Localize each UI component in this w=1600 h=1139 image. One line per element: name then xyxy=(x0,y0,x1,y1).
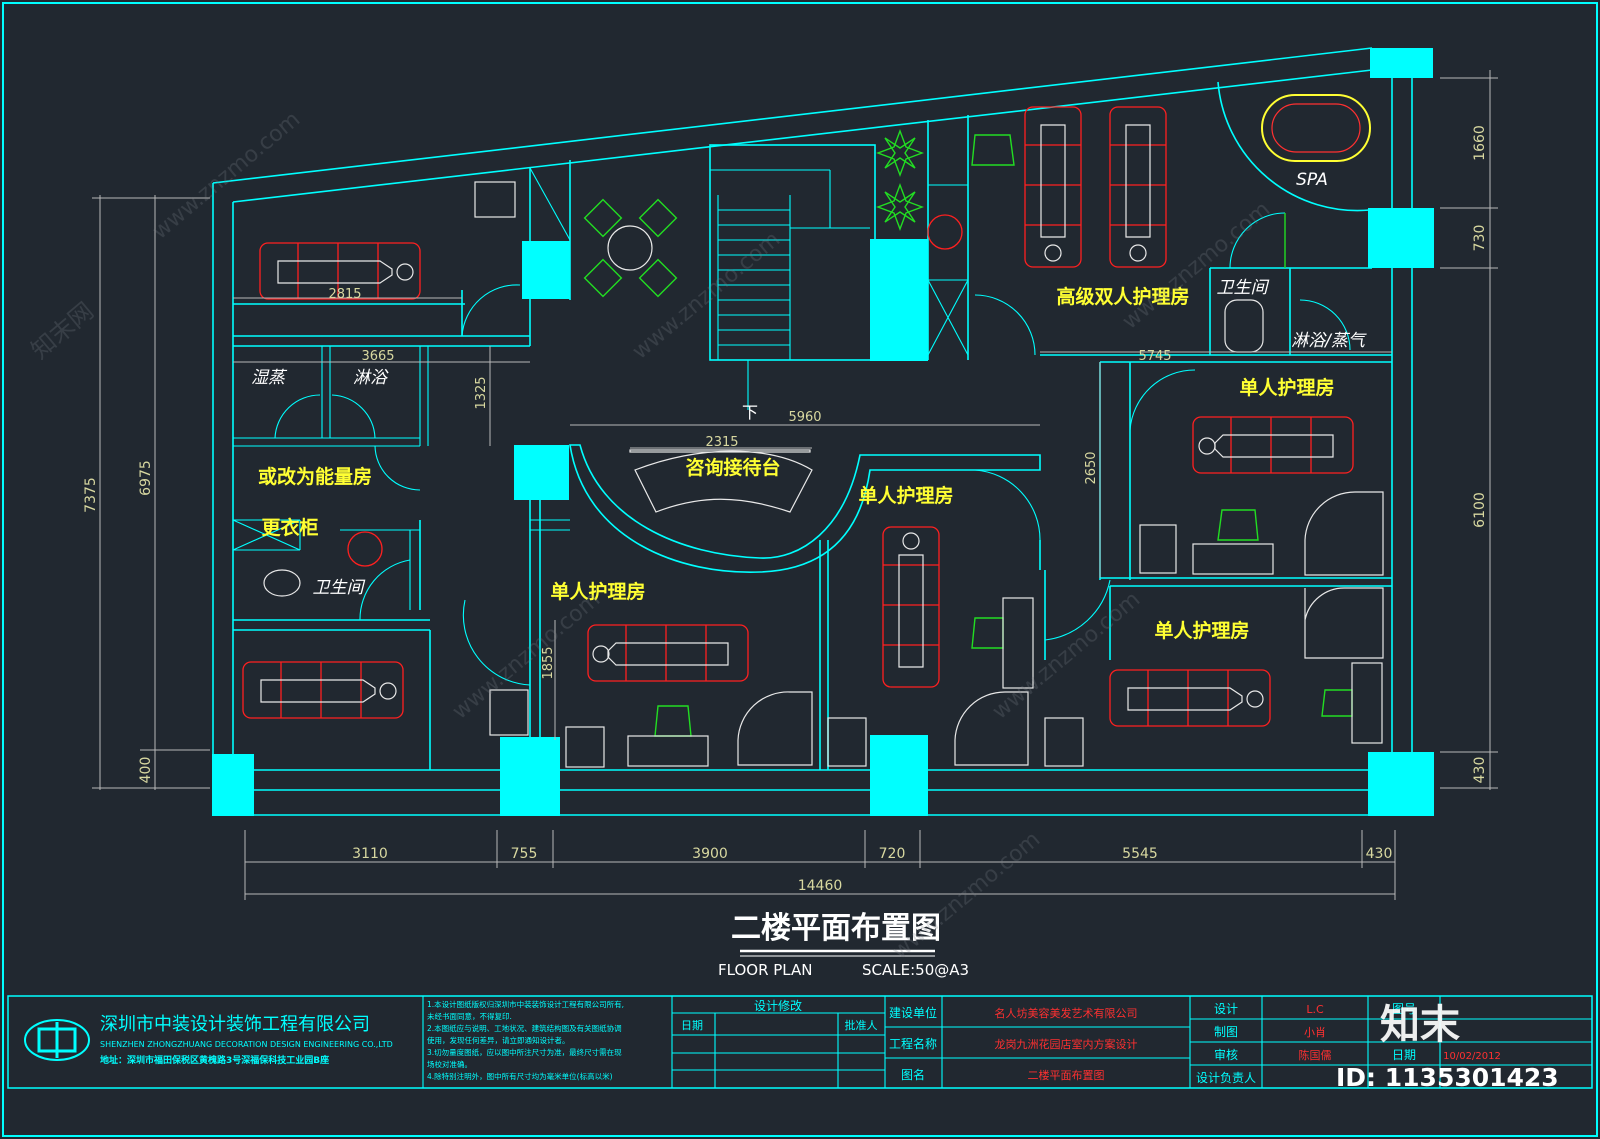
note-line: 使用，发现任何差异，请立即通知设计者。 xyxy=(427,1035,570,1045)
project-value: 龙岗九洲花园店室内方案设计 xyxy=(995,1037,1138,1051)
note-line: 2.本图纸应与说明、工地状况、建筑结构图及有关图纸协调 xyxy=(427,1023,622,1033)
dim-1855: 1855 xyxy=(541,646,556,679)
drawing-number-label: 图号 xyxy=(1392,1002,1416,1016)
label-reception: 咨询接待台 xyxy=(685,456,780,479)
dim-400: 400 xyxy=(138,757,154,784)
dim-3110: 3110 xyxy=(352,846,388,862)
drawing-name-value: 二楼平面布置图 xyxy=(1028,1068,1105,1082)
check-label: 审核 xyxy=(1214,1047,1238,1062)
structural-columns xyxy=(212,48,1434,816)
drawing-scale: SCALE:50@A3 xyxy=(862,961,969,979)
dim-5960: 5960 xyxy=(788,410,821,425)
company-logo-icon xyxy=(24,1019,90,1061)
design-label: 设计 xyxy=(1214,1002,1238,1016)
treatment-beds xyxy=(242,106,1354,727)
dim-430: 430 xyxy=(1366,846,1393,862)
dim-720: 720 xyxy=(879,846,906,862)
company-address: 地址：深圳市福田保税区黄槐路3号深福保科技工业园B座 xyxy=(100,1054,329,1066)
label-single-room-right-top: 单人护理房 xyxy=(1239,376,1334,399)
watermark-site: www.znzmo.com xyxy=(988,587,1145,725)
title-block-table: 深圳市中装设计装饰工程有限公司 SHENZHEN ZHONGZHUANG DEC… xyxy=(7,995,1593,1089)
dim-2815: 2815 xyxy=(328,287,361,302)
date-label: 日期 xyxy=(1392,1048,1416,1062)
note-line: 未经书面同意，不得复印. xyxy=(427,1011,512,1021)
image-id: ID: 1135301423 xyxy=(1336,1063,1559,1092)
dim-1660: 1660 xyxy=(1472,125,1488,161)
label-energy-room: 或改为能量房 xyxy=(258,465,372,488)
dim-3900: 3900 xyxy=(692,846,728,862)
dim-2315: 2315 xyxy=(705,435,738,450)
note-line: 场校对准确。 xyxy=(427,1059,472,1069)
label-shower-steam: 淋浴/蒸气 xyxy=(1291,331,1367,351)
design-value: L.C xyxy=(1306,1003,1324,1016)
label-single-room-middle: 单人护理房 xyxy=(858,484,953,507)
client-value: 名人坊美容美发艺术有限公司 xyxy=(995,1006,1138,1020)
dim-3665: 3665 xyxy=(361,349,394,364)
revision-title: 设计修改 xyxy=(754,998,802,1013)
dim-755: 755 xyxy=(511,846,538,862)
label-locker: 更衣柜 xyxy=(261,516,318,539)
fixtures xyxy=(263,181,1384,768)
dim-5545: 5545 xyxy=(1122,846,1158,862)
note-line: 1.本设计图纸版权归深圳市中装装饰设计工程有限公司所有, xyxy=(427,999,624,1009)
dim-730: 730 xyxy=(1472,225,1488,252)
dimension-lines xyxy=(92,70,1498,900)
label-single-room-right-bottom: 单人护理房 xyxy=(1154,619,1249,642)
brand-logo: 知末 xyxy=(1380,1002,1460,1048)
dim-14460: 14460 xyxy=(798,878,843,894)
dimension-labels: 3110 755 3900 720 5545 430 14460 7375 69… xyxy=(83,125,1488,894)
interior-walls xyxy=(232,81,1392,770)
outer-walls xyxy=(212,47,1413,816)
client-label: 建设单位 xyxy=(889,1005,937,1020)
check-value: 陈国儒 xyxy=(1299,1048,1332,1062)
room-labels: 高级双人护理房 SPA 卫生间 淋浴/蒸气 单人护理房 单人护理房 单人护理房 … xyxy=(251,170,1367,642)
date-value: 10/02/2012 xyxy=(1443,1051,1501,1062)
watermark-site: www.znzmo.com xyxy=(1118,197,1275,335)
revision-approve-label: 批准人 xyxy=(845,1018,878,1032)
revision-date-label: 日期 xyxy=(681,1019,703,1032)
drawing-title-block: 二楼平面布置图 FLOOR PLAN SCALE:50@A3 xyxy=(718,911,969,979)
dim-5745: 5745 xyxy=(1138,349,1171,364)
drawing-title: 二楼平面布置图 xyxy=(731,911,941,946)
note-line: 3.切勿量度图纸，应以图中所注尺寸为准，最终尺寸需在现 xyxy=(427,1047,622,1057)
spa-tub-icon xyxy=(1261,94,1371,162)
dim-6975: 6975 xyxy=(138,460,154,496)
dim-6100: 6100 xyxy=(1472,492,1488,528)
design-notes: 1.本设计图纸版权归深圳市中装装饰设计工程有限公司所有, 未经书面同意，不得复印… xyxy=(427,999,624,1081)
drawing-name-label: 图名 xyxy=(901,1067,925,1082)
draw-label: 制图 xyxy=(1214,1025,1238,1039)
label-wet-steam: 湿蒸 xyxy=(251,368,288,388)
label-restroom-right: 卫生间 xyxy=(1217,278,1270,298)
drawing-subtitle-left: FLOOR PLAN xyxy=(718,961,812,979)
label-shower-left: 淋浴 xyxy=(353,368,389,388)
watermark-brand: 知末网 xyxy=(26,297,99,365)
project-label: 工程名称 xyxy=(889,1036,937,1051)
draw-value: 小肖 xyxy=(1304,1025,1326,1039)
lead-designer-label: 设计负责人 xyxy=(1196,1071,1256,1085)
company-name-en: SHENZHEN ZHONGZHUANG DECORATION DESIGN E… xyxy=(100,1040,393,1049)
dim-7375: 7375 xyxy=(83,477,99,513)
company-name-cn: 深圳市中装设计装饰工程有限公司 xyxy=(100,1014,370,1035)
label-stair-down: 下 xyxy=(742,403,758,422)
watermark-site: www.znzmo.com xyxy=(888,827,1045,965)
dim-2650: 2650 xyxy=(1084,451,1099,484)
dim-430-right: 430 xyxy=(1472,757,1488,784)
label-single-room-left: 单人护理房 xyxy=(550,580,645,603)
label-restroom-left: 卫生间 xyxy=(313,578,366,598)
watermark-site: www.znzmo.com xyxy=(448,587,605,725)
note-line: 4.除特别注明外，图中所有尺寸均为毫米单位(标高以米) xyxy=(427,1071,613,1081)
label-deluxe-double-room: 高级双人护理房 xyxy=(1056,285,1189,308)
label-spa: SPA xyxy=(1296,170,1328,190)
dim-1325: 1325 xyxy=(474,376,489,409)
